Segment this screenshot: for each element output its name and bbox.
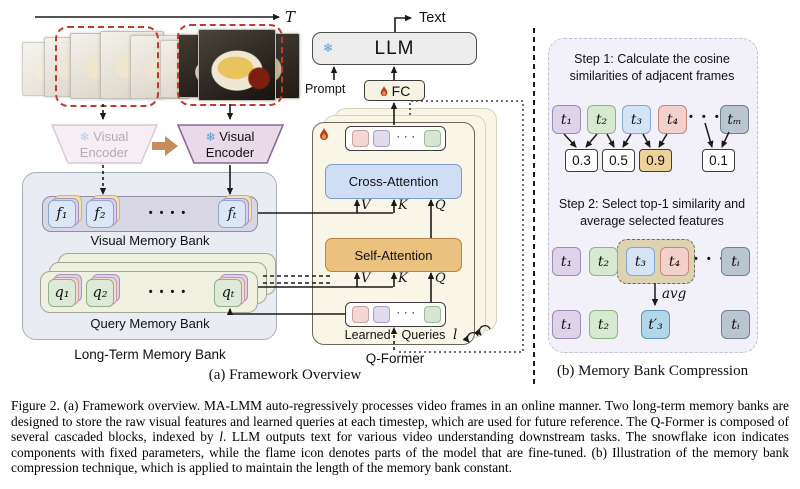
visual-bank-ellipsis: • • • • xyxy=(148,207,188,219)
snowflake-icon: ❄ xyxy=(205,130,216,144)
figure-diagram: T ❄ Visual Encoder ❄ Visual Encoder f₁ f… xyxy=(22,8,758,385)
step1-text-line2: similarities of adjacent frames xyxy=(569,69,735,83)
visual-encoder-active: ❄ Visual Encoder xyxy=(193,129,267,160)
frame-t4-selected: t₄ xyxy=(660,247,689,276)
subcaption-b: (b) Memory Bank Compression xyxy=(556,363,749,379)
self-attention-block: Self-Attention xyxy=(325,238,462,272)
subcaption-a: (a) Framework Overview xyxy=(208,367,362,383)
query-memory-bank-label: Query Memory Bank xyxy=(90,316,210,331)
similarity-0-1: 0.1 xyxy=(702,149,735,172)
step2-text-line2: average selected features xyxy=(580,214,724,228)
query-card: q₁ xyxy=(48,274,82,307)
fc-block: FC xyxy=(364,80,425,101)
long-term-memory-bank-label: Long-Term Memory Bank xyxy=(74,347,226,362)
f1-card: f₁ xyxy=(48,200,76,228)
learned-label-left: Learned xyxy=(344,328,391,342)
cross-attention-block: Cross-Attention xyxy=(325,164,462,199)
query-card: q₂ xyxy=(86,274,120,307)
similarity-0-3: 0.3 xyxy=(565,149,598,172)
q-label: Q xyxy=(435,198,446,213)
frame-tm: tₘ xyxy=(720,105,749,134)
step2-text-line1: Step 2: Select top-1 similarity and xyxy=(558,197,746,211)
k-label: K xyxy=(398,271,408,286)
step1-text-line1: Step 1: Calculate the cosine xyxy=(574,52,730,66)
visual-memory-bank-label: Visual Memory Bank xyxy=(90,233,210,248)
query-token xyxy=(373,306,390,323)
q-label: Q xyxy=(435,271,446,286)
frame-t4: t₄ xyxy=(658,105,687,134)
ft-card: fₜ xyxy=(218,200,246,228)
learned-label-right: Queries xyxy=(401,328,446,342)
compression-panel xyxy=(548,38,758,353)
flame-icon xyxy=(379,83,389,99)
query-token xyxy=(352,306,369,323)
k-label: K xyxy=(398,198,408,213)
qt-card: qₜ xyxy=(214,279,242,307)
caption-part2: . LLM outputs text for various video und… xyxy=(11,429,790,476)
visual-feature-card: f₂ xyxy=(86,195,120,228)
visual-encoder-frozen: ❄ Visual Encoder xyxy=(67,129,141,160)
v-label: V xyxy=(361,198,371,213)
block-index-label: l xyxy=(453,327,458,343)
query-card: qₜ xyxy=(214,274,248,307)
token-ellipsis: · · · xyxy=(397,308,416,318)
frame-t3-averaged: t′₃ xyxy=(641,310,670,339)
prompt-label: Prompt xyxy=(305,82,346,96)
llm-block: ❄ LLM xyxy=(312,32,477,65)
query-token xyxy=(373,130,390,147)
query-token xyxy=(352,130,369,147)
learned-queries-box: · · · xyxy=(345,302,446,327)
visual-feature-card: fₜ xyxy=(218,195,252,228)
encoder-shift-arrow xyxy=(152,136,178,156)
llm-label: LLM xyxy=(374,37,415,59)
q1-card: q₁ xyxy=(48,279,76,307)
visual-feature-card: f₁ xyxy=(48,195,82,228)
v-label: V xyxy=(361,271,371,286)
frame-t2: t₂ xyxy=(589,247,618,276)
caption-l-variable: l xyxy=(219,429,223,445)
snowflake-icon: ❄ xyxy=(323,41,335,55)
similarity-0-5: 0.5 xyxy=(602,149,635,172)
similarity-0-9-top1: 0.9 xyxy=(639,149,672,172)
avg-label: avg xyxy=(662,286,687,302)
f2-card: f₂ xyxy=(86,200,114,228)
frame-t1: t₁ xyxy=(552,310,581,339)
frame-ti: tᵢ xyxy=(721,247,750,276)
qformer-label: Q-Former xyxy=(365,351,425,366)
learned-queries-label: Learned Queries xyxy=(330,328,460,342)
frame-t2: t₂ xyxy=(587,105,616,134)
query-token xyxy=(424,306,441,323)
video-frame xyxy=(198,29,276,101)
frame-t3-selected: t₃ xyxy=(626,247,655,276)
query-bank-ellipsis: • • • • xyxy=(148,286,188,298)
frame-t1: t₁ xyxy=(552,247,581,276)
caption-part1: Figure 2. (a) Framework overview. MA-LMM… xyxy=(11,398,789,445)
query-token xyxy=(424,130,441,147)
row2-ellipsis: • • • xyxy=(694,253,727,265)
q2-card: q₂ xyxy=(86,279,114,307)
frame-window-early xyxy=(55,26,159,107)
snowflake-icon: ❄ xyxy=(79,130,90,144)
frame-t1: t₁ xyxy=(552,105,581,134)
frame-ti: tᵢ xyxy=(721,310,750,339)
figure-caption: Figure 2. (a) Framework overview. MA-LMM… xyxy=(0,394,800,476)
token-ellipsis: · · · xyxy=(397,132,416,142)
frame-t2: t₂ xyxy=(589,310,618,339)
output-queries-box: · · · xyxy=(345,126,446,151)
timeline-t-label: T xyxy=(285,8,296,26)
fc-label: FC xyxy=(391,82,411,99)
frame-t3: t₃ xyxy=(622,105,651,134)
flame-icon xyxy=(318,126,330,144)
text-output-label: Text xyxy=(419,10,446,26)
row1-ellipsis: • • • xyxy=(689,111,722,123)
frame-window-recent xyxy=(177,24,283,106)
